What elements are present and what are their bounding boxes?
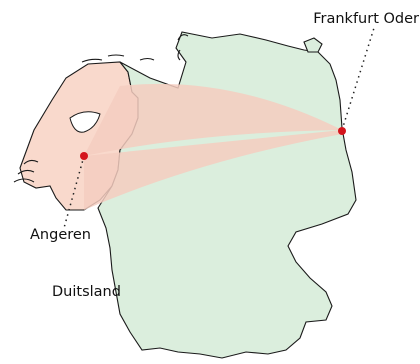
frankfurt-oder-label: Frankfurt Oder xyxy=(313,11,419,27)
angeren-label: Angeren xyxy=(30,227,91,243)
germany-region xyxy=(97,31,357,359)
north-frisian-islands xyxy=(177,34,189,61)
frankfurt-oder-marker xyxy=(338,127,346,135)
wadden-islands xyxy=(81,54,155,63)
zeeland-estuaries xyxy=(13,159,39,183)
baltic-island xyxy=(303,37,323,53)
ijsselmeer xyxy=(69,111,101,133)
angeren-marker xyxy=(80,152,88,160)
leader-line-frankfurt xyxy=(341,27,375,131)
duitsland-label: Duitsland xyxy=(52,284,121,300)
route-band xyxy=(84,83,342,210)
leader-line-angeren xyxy=(63,155,85,229)
